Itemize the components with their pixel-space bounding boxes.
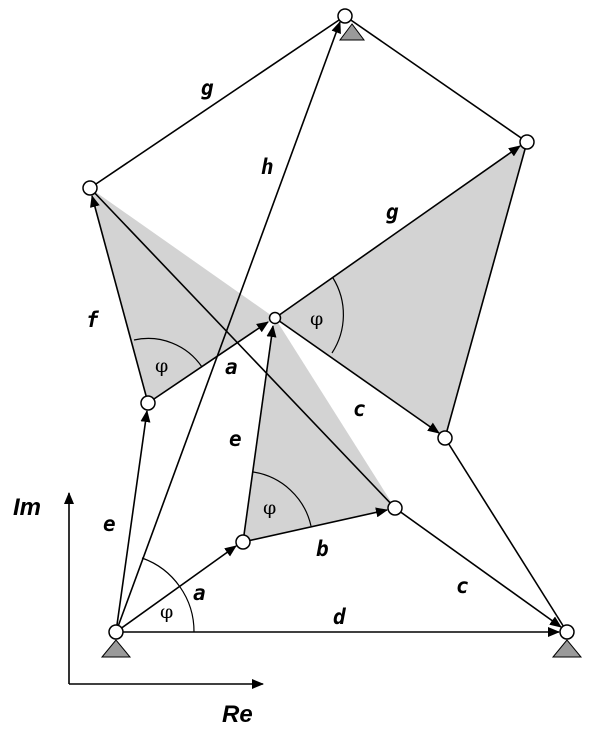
joint-base-right [559,624,575,640]
angle-label-left: φ [155,355,168,377]
label-a-lower: a [193,581,206,605]
shaded-triangle-right [275,142,527,438]
joint-center [268,311,282,325]
label-e-inner: e [229,427,242,451]
link-g-top [89,15,346,189]
label-b: b [316,537,329,561]
angle-label-base: φ [160,601,173,623]
ground-support-left [100,639,132,658]
label-c-upper: c [353,397,366,421]
angle-label-mid: φ [263,497,276,519]
angle-label-right: φ [310,308,323,330]
vector-c-lower [394,507,562,628]
joint-left-middle [140,395,156,411]
joint-upper-right [519,134,535,150]
angle-arc-left [133,337,203,368]
vector-h [115,21,341,633]
vector-b [242,507,388,543]
angle-arc-right [331,277,344,354]
joint-inner-right [387,500,403,516]
label-d: d [333,605,347,629]
link-top-right [344,15,528,143]
axis-label-re: Re [222,701,253,728]
shaded-triangle-middle [243,318,395,542]
vector-e-left [115,410,151,633]
link-right-down [444,141,528,439]
joint-right-middle [437,430,453,446]
label-e-left: e [103,512,116,536]
vector-a-upper [147,321,269,404]
angle-arc-base [141,557,195,633]
ground-support-right [551,639,583,658]
link-left-diagonal [89,187,396,509]
label-g-right: g [386,200,399,224]
label-c-lower: c [456,574,469,598]
angle-arc-mid [252,471,312,527]
joint-top [337,8,353,24]
label-h: h [261,155,274,179]
vector-e-inner [242,325,277,543]
link-c-right [444,437,568,633]
joint-upper-left [82,180,98,196]
axis-label-im: Im [13,494,41,521]
vector-g-right [274,145,521,319]
joint-inner-left [235,534,251,550]
vector-f [90,195,149,404]
joint-base-left [108,624,124,640]
label-g-top: g [201,76,214,100]
vector-c-upper [274,317,440,434]
label-f: f [86,308,99,332]
vector-a-lower [115,545,237,633]
label-a-upper: a [225,355,238,379]
ground-support-top [339,23,365,41]
shaded-triangle-left [90,188,275,403]
